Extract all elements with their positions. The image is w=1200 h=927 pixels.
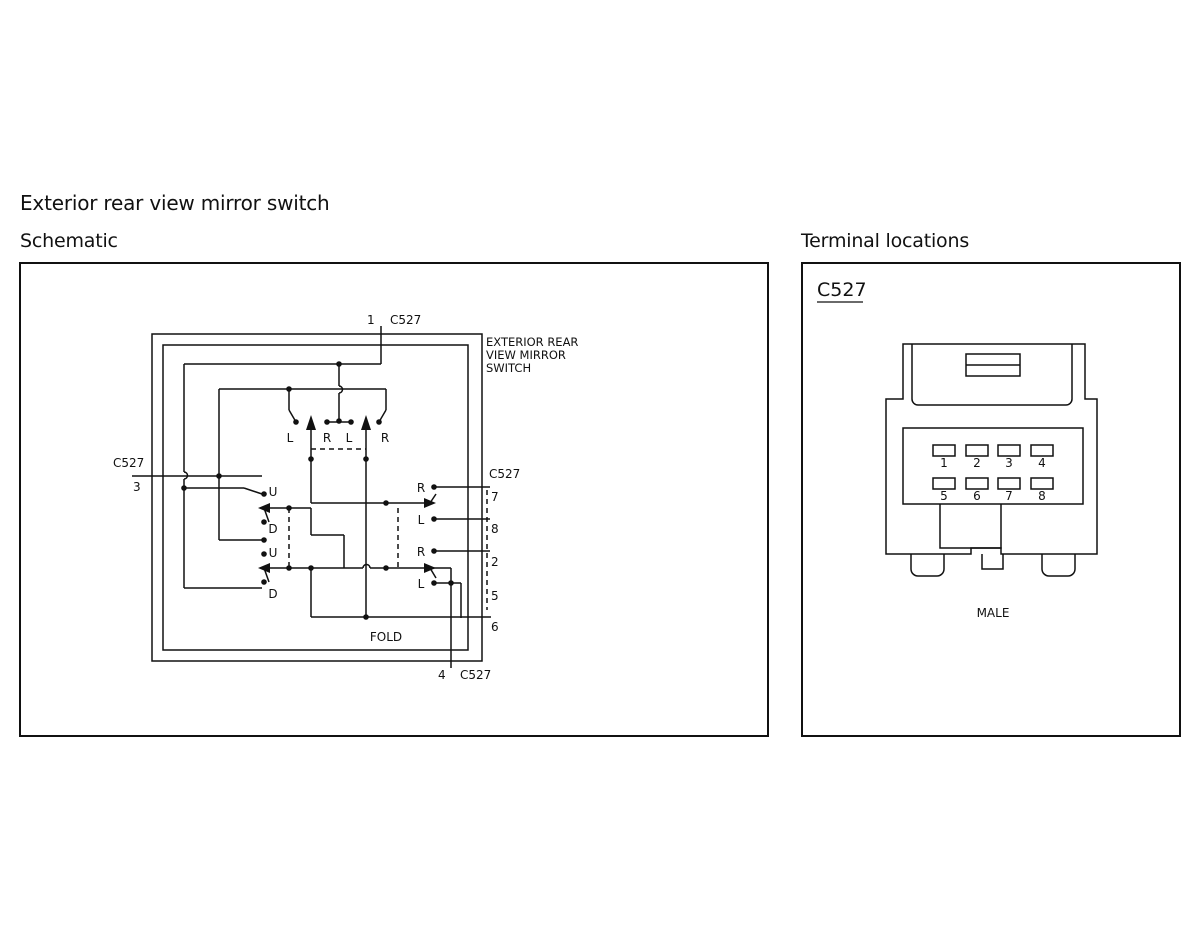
- terminal-pin-6: [965, 477, 989, 490]
- component-name-line-2: VIEW MIRROR: [486, 348, 566, 362]
- arrowhead-top-left: [306, 415, 316, 430]
- schematic-section-label: Schematic: [20, 230, 118, 252]
- contact-label: L: [287, 431, 294, 445]
- terminal-pin-numbers: 1 2 3 4 5 6 7 8: [940, 456, 1046, 503]
- terminal-pin-1: [932, 444, 956, 457]
- terminal-pin-number: 4: [1038, 456, 1046, 470]
- terminal-pin-3: [997, 444, 1021, 457]
- terminal-pin-number: 8: [1038, 489, 1046, 503]
- contact-label: R: [417, 481, 425, 495]
- pin-8-label: 8: [491, 522, 499, 536]
- switch-outer-border: [151, 333, 483, 662]
- terminal-panel: C527 1 2 3 4 5 6 7: [801, 262, 1181, 737]
- pin-1-label: 1: [367, 313, 375, 327]
- terminal-pin-number: 1: [940, 456, 948, 470]
- terminal-frame: [801, 262, 1181, 737]
- contact-label: L: [418, 513, 425, 527]
- fold-label: FOLD: [370, 630, 402, 644]
- pin-cavity: [902, 427, 1084, 505]
- component-name-line-3: SWITCH: [486, 361, 531, 375]
- connector-label: C527: [390, 313, 421, 327]
- terminal-pin-8: [1030, 477, 1054, 490]
- contact-label: L: [418, 577, 425, 591]
- connector-foot-left: [910, 554, 945, 577]
- switch-housing: [151, 333, 483, 662]
- switch-inner-border: [162, 344, 469, 651]
- pin-2-label: 2: [491, 555, 499, 569]
- pin-4-label: 4: [438, 668, 446, 682]
- contact-label: L: [346, 431, 353, 445]
- contact-label: R: [323, 431, 331, 445]
- terminal-pin-number: 3: [1005, 456, 1013, 470]
- terminal-pin-number: 6: [973, 489, 981, 503]
- terminal-pin-5: [932, 477, 956, 490]
- terminal-pins: [932, 444, 1054, 490]
- terminal-pin-7: [997, 477, 1021, 490]
- pin-6-label: 6: [491, 620, 499, 634]
- arrowhead-right-lower: [424, 563, 436, 573]
- connector-gender: MALE: [977, 606, 1010, 620]
- switch-arrowheads: [258, 415, 436, 573]
- contact-label: D: [268, 522, 277, 536]
- arrowhead-left-upper: [258, 503, 270, 513]
- terminal-pin-number: 5: [940, 489, 948, 503]
- terminal-locations-section-label: Terminal locations: [801, 230, 970, 252]
- switch-wiring: [132, 326, 491, 668]
- pin-labels: 1 C527 C527 3 C527 7 8 2 5 6 4 C527: [113, 313, 520, 682]
- contact-label: R: [417, 545, 425, 559]
- contact-label: D: [268, 587, 277, 601]
- schematic-frame: [19, 262, 769, 737]
- terminal-pin-4: [1030, 444, 1054, 457]
- contact-label: R: [381, 431, 389, 445]
- contact-labels: L R L R U D U D R L R L FOLD: [268, 431, 425, 644]
- component-name: EXTERIOR REAR VIEW MIRROR SWITCH: [486, 335, 578, 375]
- connector-foot-right: [1041, 554, 1076, 577]
- connector-foot-center: [981, 554, 1004, 570]
- pin-7-label: 7: [491, 490, 499, 504]
- arrowhead-top-right: [361, 415, 371, 430]
- keyway: [939, 504, 1002, 549]
- terminal-pin-number: 7: [1005, 489, 1013, 503]
- schematic-panel: EXTERIOR REAR VIEW MIRROR SWITCH: [19, 262, 769, 737]
- component-name-line-1: EXTERIOR REAR: [486, 335, 578, 349]
- connector-inner-shoulder: [911, 344, 1073, 406]
- document-title: Exterior rear view mirror switch: [20, 191, 330, 215]
- connector-label: C527: [113, 456, 144, 470]
- terminal-pin-number: 2: [973, 456, 981, 470]
- junction-dots: [181, 361, 454, 620]
- contact-label: U: [269, 485, 278, 499]
- connector-id: C527: [817, 279, 867, 301]
- contact-label: U: [269, 546, 278, 560]
- pin-5-label: 5: [491, 589, 499, 603]
- arrowhead-left-lower: [258, 563, 270, 573]
- connector-label: C527: [460, 668, 491, 682]
- arrowhead-right-upper: [424, 498, 436, 508]
- connector-label: C527: [489, 467, 520, 481]
- terminal-pin-2: [965, 444, 989, 457]
- pin-3-label: 3: [133, 480, 141, 494]
